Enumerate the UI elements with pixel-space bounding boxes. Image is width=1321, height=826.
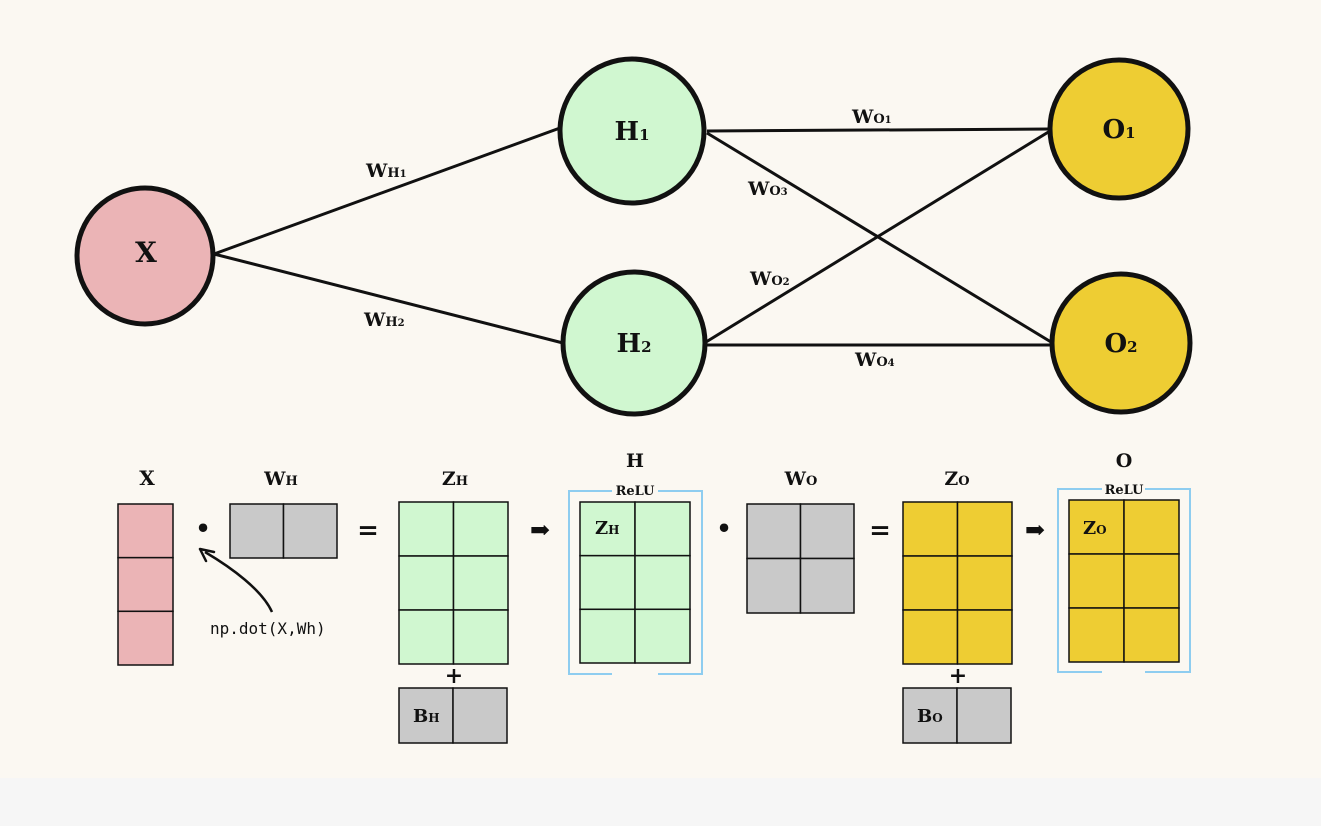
- relu-brackets: [568, 488, 1191, 675]
- weight-wh2-label: WH2: [363, 309, 405, 331]
- matrix-cell: [746, 503, 802, 560]
- matrix-x-title: X: [139, 466, 155, 490]
- node-h1: [557, 56, 707, 206]
- matrix-zo-title: ZO: [944, 468, 969, 490]
- matrix-cell: [902, 609, 959, 665]
- matrix-zo: [902, 501, 1013, 665]
- dot-operator-2: •: [716, 514, 731, 543]
- annotation-arrow: [198, 547, 274, 613]
- matrix-cell: [579, 501, 636, 557]
- node-o1: [1047, 57, 1191, 201]
- matrix-cell: [117, 503, 174, 559]
- matrix-h: [579, 501, 691, 664]
- matrix-zh: [398, 501, 509, 665]
- equals-operator-2: =: [869, 516, 891, 546]
- matrix-cell: [117, 556, 174, 613]
- matrix-cell: [799, 557, 855, 614]
- matrix-o-title: O: [1116, 450, 1133, 472]
- matrix-bh: [398, 687, 508, 744]
- relu-bracket-o-right: [1145, 488, 1191, 673]
- matrix-cell: [799, 503, 855, 560]
- matrix-cell: [398, 609, 455, 665]
- matrix-cell: [1068, 607, 1125, 663]
- matrix-cell: [956, 687, 1012, 744]
- matrix-cell: [452, 609, 509, 665]
- matrix-zh-title: ZH: [442, 468, 468, 490]
- matrix-cell: [1123, 607, 1180, 663]
- weight-wo3-label: WO3: [747, 178, 788, 200]
- matrix-cell: [229, 503, 285, 559]
- matrix-cell: [398, 687, 454, 744]
- plus-operator-2: +: [949, 663, 967, 689]
- matrix-cell: [1068, 553, 1125, 609]
- edge-h1-o1: [706, 127, 1051, 133]
- matrix-cell: [902, 501, 959, 557]
- matrix-h-title: H: [626, 450, 644, 472]
- matrix-h-relu-label: ReLU: [616, 484, 656, 499]
- bottom-band: [0, 778, 1321, 826]
- matrix-cell: [117, 610, 174, 666]
- matrix-wh-title: WH: [263, 468, 298, 490]
- matrix-cell: [1068, 499, 1125, 555]
- edge-x-h1: [213, 126, 561, 256]
- nodes: [74, 56, 1193, 417]
- node-x-label: X: [135, 236, 157, 269]
- matrix-cell: [902, 555, 959, 611]
- node-x: [74, 185, 216, 327]
- weight-wh1-label: WH1: [365, 160, 407, 182]
- matrix-cell: [634, 608, 691, 664]
- edge-x-h2: [213, 252, 564, 345]
- node-o1-label: O1: [1102, 115, 1135, 145]
- matrix-cell: [1123, 553, 1180, 609]
- matrix-x: [117, 503, 174, 666]
- plus-operator-1: +: [445, 663, 463, 689]
- node-o2: [1049, 271, 1193, 415]
- matrix-cell: [452, 555, 509, 611]
- matrix-h-inner-label: ZH: [595, 518, 619, 539]
- matrix-wo-title: WO: [784, 468, 818, 490]
- arrow-icon-1: ➡: [530, 515, 550, 544]
- edge-h2-o1: [705, 129, 1051, 344]
- matrix-cell: [579, 608, 636, 664]
- matrix-cell: [956, 609, 1013, 665]
- matrix-wo: [746, 503, 855, 614]
- node-o2-label: O2: [1104, 329, 1137, 359]
- matrix-cell: [902, 687, 958, 744]
- relu-bracket-h-right: [658, 490, 703, 675]
- matrix-cell: [956, 501, 1013, 557]
- matrix-cell: [398, 555, 455, 611]
- matrix-bo-label: BO: [917, 706, 943, 727]
- matrix-o-relu-label: ReLU: [1105, 483, 1145, 498]
- connections: [213, 126, 1052, 347]
- weight-wo1-label: WO1: [851, 106, 892, 128]
- matrix-bh-label: BH: [413, 706, 440, 727]
- arrow-icon-2: ➡: [1025, 515, 1045, 544]
- matrix-cell: [746, 557, 802, 614]
- matrix-cell: [634, 554, 691, 611]
- relu-bracket-h-left: [568, 490, 612, 675]
- node-h2: [560, 269, 708, 417]
- matrix-cell: [634, 501, 691, 557]
- matrix-cell: [398, 501, 455, 557]
- matrix-o: [1068, 499, 1180, 663]
- dot-operator-1: •: [195, 514, 210, 543]
- np-dot-annotation: np.dot(X,Wh): [210, 619, 326, 638]
- matrix-cell: [452, 501, 509, 557]
- matrix-cell: [956, 555, 1013, 611]
- weight-wo2-label: WO2: [749, 268, 790, 290]
- matrix-wh: [229, 503, 338, 559]
- node-h2-label: H2: [616, 329, 651, 359]
- matrix-cell: [282, 503, 338, 559]
- matrix-o-inner-label: ZO: [1083, 518, 1107, 539]
- node-h1-label: H1: [614, 117, 649, 147]
- weight-wo4-label: WO4: [854, 349, 895, 371]
- equals-operator-1: =: [357, 516, 379, 546]
- matrix-cell: [1123, 499, 1180, 555]
- matrix-cell: [452, 687, 508, 744]
- relu-bracket-o-left: [1057, 488, 1102, 673]
- matrix-bo: [902, 687, 1012, 744]
- matrix-cell: [579, 554, 636, 611]
